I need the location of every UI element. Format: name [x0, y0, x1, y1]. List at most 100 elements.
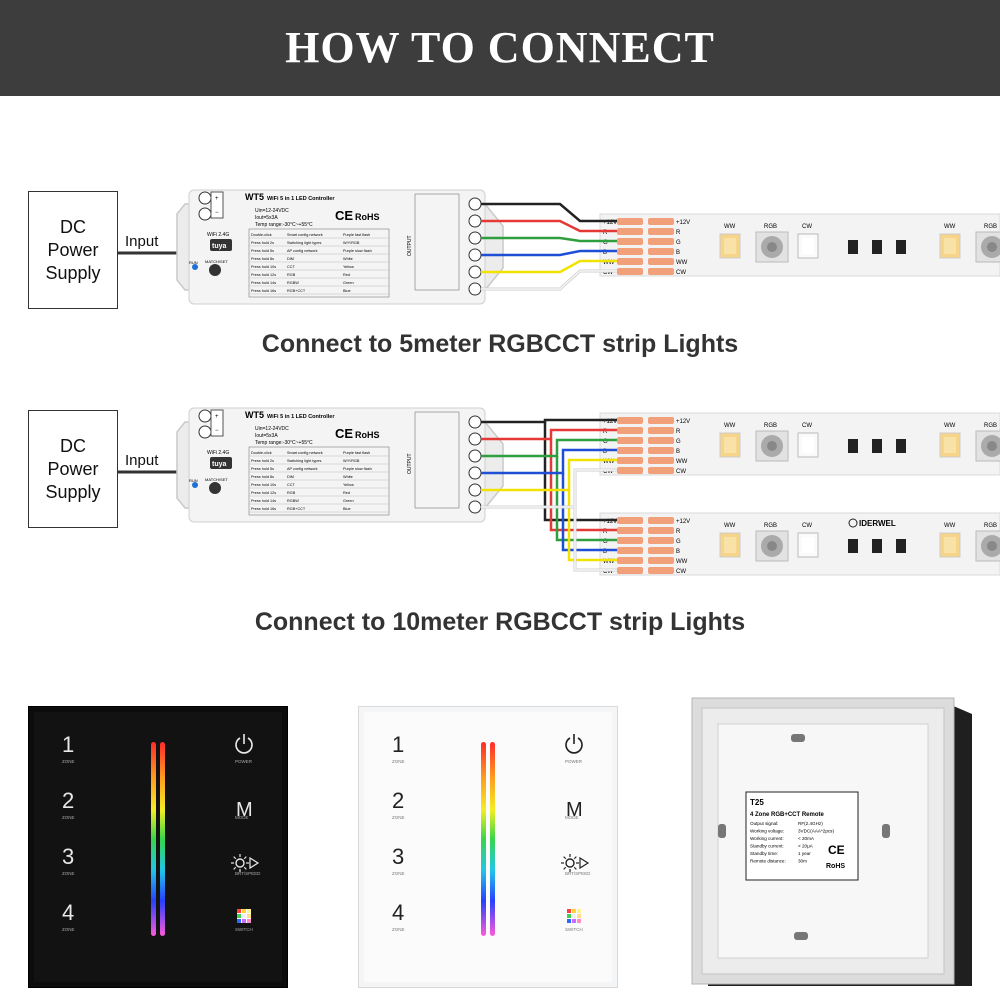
solder-pad — [648, 547, 674, 554]
function-table-cell: Press hold 2s — [251, 241, 274, 245]
zone-label: ZONE — [62, 871, 75, 876]
solder-pad — [617, 467, 643, 474]
switch-color-icon[interactable] — [567, 909, 581, 923]
dc-label: DC — [60, 216, 86, 237]
remote-spec-label: Working voltage: — [750, 829, 784, 834]
zone-number[interactable]: 4 — [392, 900, 404, 925]
match-set-button[interactable] — [209, 482, 221, 494]
function-table-cell: RGB — [287, 491, 296, 495]
zone-number[interactable]: 4 — [62, 900, 74, 925]
pin-label: R — [603, 429, 608, 435]
remote-rohs-mark: RoHS — [826, 863, 845, 870]
controller-spec1: Uin=12-24VDC — [255, 426, 289, 432]
controller-spec2: Iout=5x3A — [255, 433, 278, 439]
brightness-slider[interactable] — [160, 742, 165, 936]
pin-label: CW — [603, 569, 613, 575]
button-label: POWER — [565, 759, 583, 764]
solder-pad — [617, 248, 643, 255]
zone-number[interactable]: 2 — [392, 788, 404, 813]
solder-pad — [648, 427, 674, 434]
function-table-cell: W/Y/RGB — [343, 459, 360, 463]
button-label: BRT/SPEED — [565, 871, 591, 876]
function-table-cell: RGB — [287, 273, 296, 277]
zone-number[interactable]: 1 — [62, 732, 74, 757]
solder-pad — [648, 537, 674, 544]
power-icon[interactable] — [235, 734, 253, 754]
output-wire — [481, 219, 617, 233]
solder-pad — [617, 437, 643, 444]
zone-label: ZONE — [62, 927, 75, 932]
pin-label: B — [603, 549, 607, 555]
pin-label: B — [676, 250, 680, 256]
function-table-cell: Yellow — [343, 265, 354, 269]
remote-spec-label: Standby current: — [750, 844, 784, 849]
remote-spec-label: Output signal: — [750, 821, 778, 826]
pin-label: WW — [676, 459, 688, 465]
zone-number[interactable]: 2 — [62, 788, 74, 813]
mode-icon[interactable]: M — [566, 799, 583, 821]
zone-number[interactable]: 1 — [392, 732, 404, 757]
ww-label: WW — [724, 523, 736, 529]
caption-10meter: Connect to 10meter RGBCCT strip Lights — [254, 608, 746, 636]
solder-pad — [617, 547, 643, 554]
brightness-slider[interactable] — [490, 742, 495, 936]
pin-label: G — [603, 240, 608, 246]
button-label: SWITCH — [565, 927, 583, 932]
pin-label: G — [676, 240, 681, 246]
solder-pad — [648, 437, 674, 444]
function-table-cell: RGBW — [287, 281, 299, 285]
function-table-cell: AP config network — [287, 467, 318, 471]
output-wire — [481, 468, 617, 509]
remote-spec-value: 1 year — [798, 851, 811, 856]
pin-label: +12V — [676, 419, 690, 425]
pin-label: WW — [603, 559, 615, 565]
solder-pad — [617, 447, 643, 454]
brightness-speed-icon[interactable] — [561, 854, 590, 872]
function-table-cell: Press hold 12s — [251, 491, 276, 495]
output-wire — [481, 458, 617, 492]
pin-label: B — [676, 449, 680, 455]
solder-pad — [648, 567, 674, 574]
output-wire — [481, 448, 617, 475]
zone-number[interactable]: 3 — [392, 844, 404, 869]
controller-name: WiFi 5 in 1 LED Controller — [267, 414, 335, 420]
solder-pad — [648, 417, 674, 424]
match-set-label: MATCH/SET — [205, 477, 228, 482]
function-table-cell: Press hold 16s — [251, 507, 276, 511]
function-table-cell: Double-click — [251, 233, 272, 237]
wt5-controller: + − WT5 WiFi 5 in 1 LED Controller Uin=1… — [176, 407, 504, 523]
switch-color-icon[interactable] — [237, 909, 251, 923]
function-table-cell: Press hold 5s — [251, 467, 274, 471]
resistor — [848, 539, 858, 553]
power-icon[interactable] — [565, 734, 583, 754]
wifi-label: WiFi 2.4G — [207, 450, 229, 456]
pin-label: G — [603, 539, 608, 545]
match-set-button[interactable] — [209, 264, 221, 276]
pin-label: CW — [676, 270, 686, 276]
color-slider[interactable] — [481, 742, 486, 936]
output-wire — [481, 428, 617, 441]
function-table-cell: Press hold 2s — [251, 459, 274, 463]
output-wire — [561, 473, 617, 552]
pin-label: G — [676, 539, 681, 545]
zone-label: ZONE — [392, 927, 405, 932]
remote-title: 4 Zone RGB+CCT Remote — [750, 812, 825, 818]
tuya-logo: tuya — [212, 243, 227, 250]
mode-icon[interactable]: M — [236, 799, 253, 821]
resistor — [872, 439, 882, 453]
solder-pad — [617, 427, 643, 434]
supply-label: Supply — [45, 262, 101, 283]
function-table-cell: Smart config network — [287, 451, 323, 455]
function-table-cell: White — [343, 475, 353, 479]
zone-number[interactable]: 3 — [62, 844, 74, 869]
solder-pad — [617, 457, 643, 464]
cw-label: CW — [802, 423, 812, 429]
color-slider[interactable] — [151, 742, 156, 936]
output-wire — [481, 202, 617, 223]
pin-label: R — [603, 529, 608, 535]
brightness-speed-icon[interactable] — [231, 854, 260, 872]
function-table-cell: Press hold 12s — [251, 273, 276, 277]
solder-pad — [617, 557, 643, 564]
